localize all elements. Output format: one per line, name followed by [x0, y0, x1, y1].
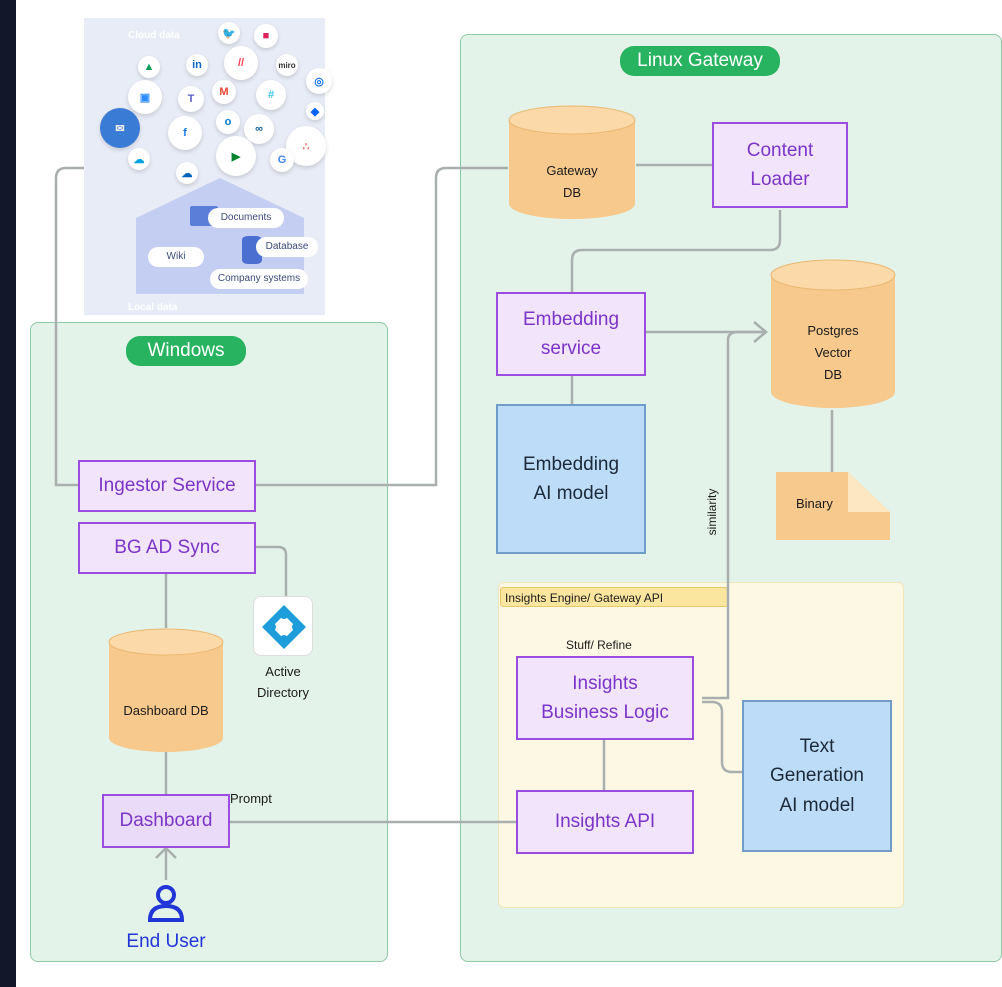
end-user-arrowhead	[155, 846, 177, 859]
insights-api-box: Insights API	[516, 790, 694, 854]
monday-icon: //	[224, 46, 258, 80]
dashboard-db-label: Dashboard DB	[123, 703, 209, 718]
embedding-service-box: Embedding service	[496, 292, 646, 376]
local-data-label: Local data	[128, 302, 178, 313]
miro-icon: miro	[276, 54, 298, 76]
google-icon: G	[270, 148, 294, 172]
gmail-icon: M	[212, 80, 236, 104]
salesforce-icon: ☁	[128, 148, 150, 170]
binary-label: Binary	[796, 496, 833, 511]
gateway-db-shape	[508, 105, 636, 219]
dashboard-box: Dashboard	[102, 794, 230, 848]
ad-sync-to-active-directory-line	[256, 545, 288, 596]
dashboard-db-cylinder: Dashboard DB	[108, 628, 224, 754]
ingestor-to-cloud-line	[54, 166, 84, 487]
onedrive-icon: ☁	[176, 162, 198, 184]
postgres-vector-db-shape	[770, 259, 896, 408]
facebook-icon: f	[168, 116, 202, 150]
company-systems-chip: Company systems	[210, 269, 308, 289]
database-chip: Database	[256, 237, 318, 257]
linux-gateway-title: Linux Gateway	[620, 46, 780, 76]
documents-chip: Documents	[208, 208, 284, 228]
slack-icon: #	[256, 80, 286, 110]
postgres-arrowhead	[753, 321, 768, 343]
user-icon	[147, 885, 185, 922]
mail-icon: ✉	[100, 108, 140, 148]
webex-icon: ∞	[244, 114, 274, 144]
teams-icon: T	[178, 86, 204, 112]
gateway-db-label: Gateway DB	[546, 163, 598, 201]
binary-document-shape	[776, 472, 890, 540]
loader-to-embedding-line	[570, 210, 782, 292]
connectors	[54, 163, 834, 880]
text-generation-model-box: Text Generation AI model	[742, 700, 892, 852]
gateway-db-cylinder: Gateway DB	[508, 104, 636, 220]
end-user-label: End User	[126, 931, 206, 952]
cloud-data-label: Cloud data	[128, 30, 180, 41]
meet-icon: ▶	[216, 136, 256, 176]
active-directory-icon	[253, 596, 313, 656]
data-sources-panel: Cloud data 🐦 ■ in // miro ◎ ▲ ▣ T M # ◆ …	[84, 18, 332, 315]
content-loader-box: Content Loader	[712, 122, 848, 208]
postgres-vector-db-cylinder: Postgres Vector DB	[770, 258, 896, 410]
prompt-label: Prompt	[230, 791, 272, 806]
dashboard-db-shape	[108, 628, 224, 752]
dropbox-icon: ◆	[306, 102, 324, 120]
windows-title: Windows	[126, 336, 246, 366]
chat-icon: ◎	[306, 68, 332, 94]
google-drive-icon: ▲	[138, 56, 160, 78]
twitter-icon: 🐦	[218, 22, 240, 44]
ad-sync-box: BG AD Sync	[78, 522, 256, 574]
ingestor-to-gateway-db-line	[256, 166, 508, 487]
zoom-icon: ▣	[128, 80, 162, 114]
business-logic-to-text-generation-line	[702, 700, 742, 774]
similarity-line	[702, 330, 764, 700]
outlook-icon: o	[216, 110, 240, 134]
ingestor-service-box: Ingestor Service	[78, 460, 256, 512]
similarity-label: similarity	[705, 488, 719, 536]
active-directory-diamond-icon	[262, 605, 306, 649]
wiki-chip: Wiki	[148, 247, 204, 267]
active-directory-label: Active Directory	[256, 664, 309, 700]
stuff-refine-label: Stuff/ Refine	[566, 638, 632, 652]
diagram-canvas: Cloud data 🐦 ■ in // miro ◎ ▲ ▣ T M # ◆ …	[16, 0, 1002, 987]
embedding-model-box: Embedding AI model	[496, 404, 646, 554]
insights-business-logic-box: Insights Business Logic	[516, 656, 694, 740]
linkedin-icon: in	[186, 54, 208, 76]
postgres-vector-db-label: Postgres Vector DB	[807, 323, 859, 383]
slack-icon: ■	[254, 24, 278, 48]
